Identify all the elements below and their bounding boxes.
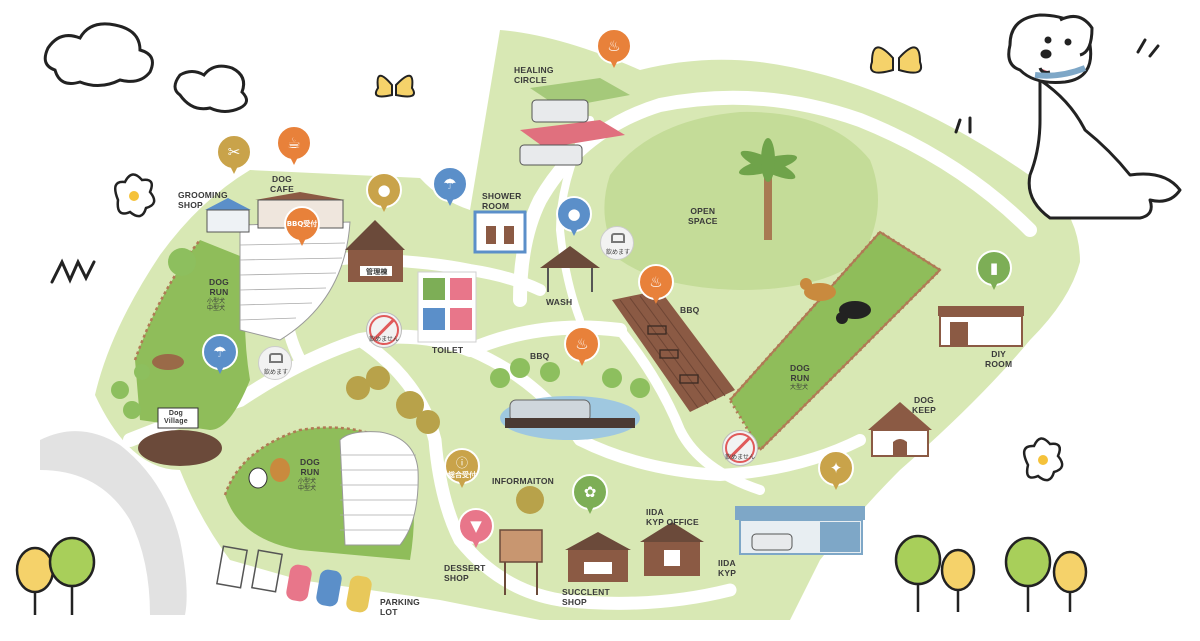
dog-run-right-sub: 大型犬 [790,384,809,391]
dessert-shop-building [499,529,543,595]
shower-icon[interactable]: ☂ [202,334,238,378]
drinkable-label: 飲めます [605,249,630,256]
shower-room-building [473,210,527,254]
label-dog-run-center[interactable]: DOG RUN [300,457,320,477]
bomb-bag-icon[interactable]: ● [556,196,592,240]
dog-run-center-sub: 小型犬 中型犬 [298,478,317,492]
diy-room-building [938,306,1024,347]
label-dog-cafe[interactable]: DOG CAFE [270,174,294,194]
dog-run-left-sub: 小型犬 中型犬 [207,298,226,312]
parking-area [216,545,372,613]
bbq-grill-icon[interactable]: ♨ [564,326,600,370]
label-grooming-shop[interactable]: GROOMING SHOP [178,190,228,210]
center-deck [339,431,419,546]
drinkable-label: 飲めます [263,369,288,376]
trees [111,248,650,514]
label-dog-run-right[interactable]: DOG RUN [790,363,810,383]
ice-cream-icon[interactable]: ▼ [458,508,494,552]
diy-tool-icon[interactable]: ▮ [976,250,1012,294]
palm-tree-icon [738,138,798,240]
label-information[interactable]: INFORMAITON [492,476,555,486]
flower-center [129,191,1048,465]
label-wash[interactable]: WASH [546,297,573,307]
label-bbq-center[interactable]: BBQ [530,351,550,361]
bbq-grill-icon[interactable]: ♨ [638,264,674,308]
butterfly-icon [374,46,922,98]
pond [500,396,640,440]
bbq-uketsuke-pin[interactable]: BBQ受付 [284,206,320,250]
bbq-grill-icon[interactable]: ♨ [596,28,632,72]
sogo-uketsuke-label: 総合受付 [448,470,476,479]
dog-run-left [133,239,250,430]
succlent-shop-building [565,532,631,582]
label-diy-room[interactable]: DIY ROOM [985,349,1013,369]
entrance-garden [138,407,222,466]
cafe-deck [239,221,351,341]
grooming-icon[interactable]: ✂ [216,134,252,178]
healing-circle-area [519,78,630,166]
label-bbq-right[interactable]: BBQ [680,305,700,315]
management-building [345,220,405,282]
no-drinking-icon[interactable]: 飲めません [722,430,758,466]
toilet-building [417,271,477,343]
shower-icon[interactable]: ☂ [432,166,468,210]
grooming-shop-building [205,198,251,233]
label-dog-keep[interactable]: DOG KEEP [912,395,936,415]
label-iida-kyp[interactable]: IIDA KYP [718,558,737,578]
dog-icon [152,278,871,489]
staff-icon[interactable]: ● [366,172,402,216]
label-healing-circle[interactable]: HEALING CIRCLE [514,65,554,85]
label-toilet[interactable]: TOILET [432,345,464,355]
bbq-deck [612,290,735,412]
not-drinkable-label: 飲めません [369,336,399,343]
water-tap-icon[interactable]: 飲めます [258,346,292,380]
kanri-sign: 管理棟 [366,269,388,276]
label-iida-kyp-office[interactable]: IIDA KYP OFFICE [646,507,699,527]
bbq-uketsuke-label: BBQ受付 [286,220,318,228]
scribble-decor [50,38,1160,284]
label-parking-lot[interactable]: PARKING LOT [380,597,420,617]
wrench-icon[interactable]: ✦ [818,450,854,494]
open-space-lawn [604,111,878,290]
label-dog-run-left[interactable]: DOG RUN [209,277,229,297]
label-dessert-shop[interactable]: DESSERT SHOP [444,563,486,583]
entrance-road [40,431,187,615]
label-shower-room[interactable]: SHOWER ROOM [482,191,522,211]
succulent-icon[interactable]: ✿ [572,474,608,518]
label-succlent-shop[interactable]: SUCCLENT SHOP [562,587,610,607]
label-open-space[interactable]: OPEN SPACE [688,206,718,226]
coffee-icon[interactable]: ☕ [276,125,312,169]
no-drinking-icon[interactable]: 飲めません [366,312,402,348]
cloud-icon [43,22,248,113]
tree-icon [15,534,1088,615]
not-drinkable-label: 飲めません [725,454,755,461]
iida-kyp-building [735,506,865,555]
entrance-sign: Dog Village [164,410,188,425]
water-tap-icon[interactable]: 飲めます [600,226,634,260]
dog-keep-building [868,402,932,457]
dog-illustration-icon [1007,13,1182,220]
wash-building [540,246,600,292]
iida-kyp-office-building [640,522,704,576]
